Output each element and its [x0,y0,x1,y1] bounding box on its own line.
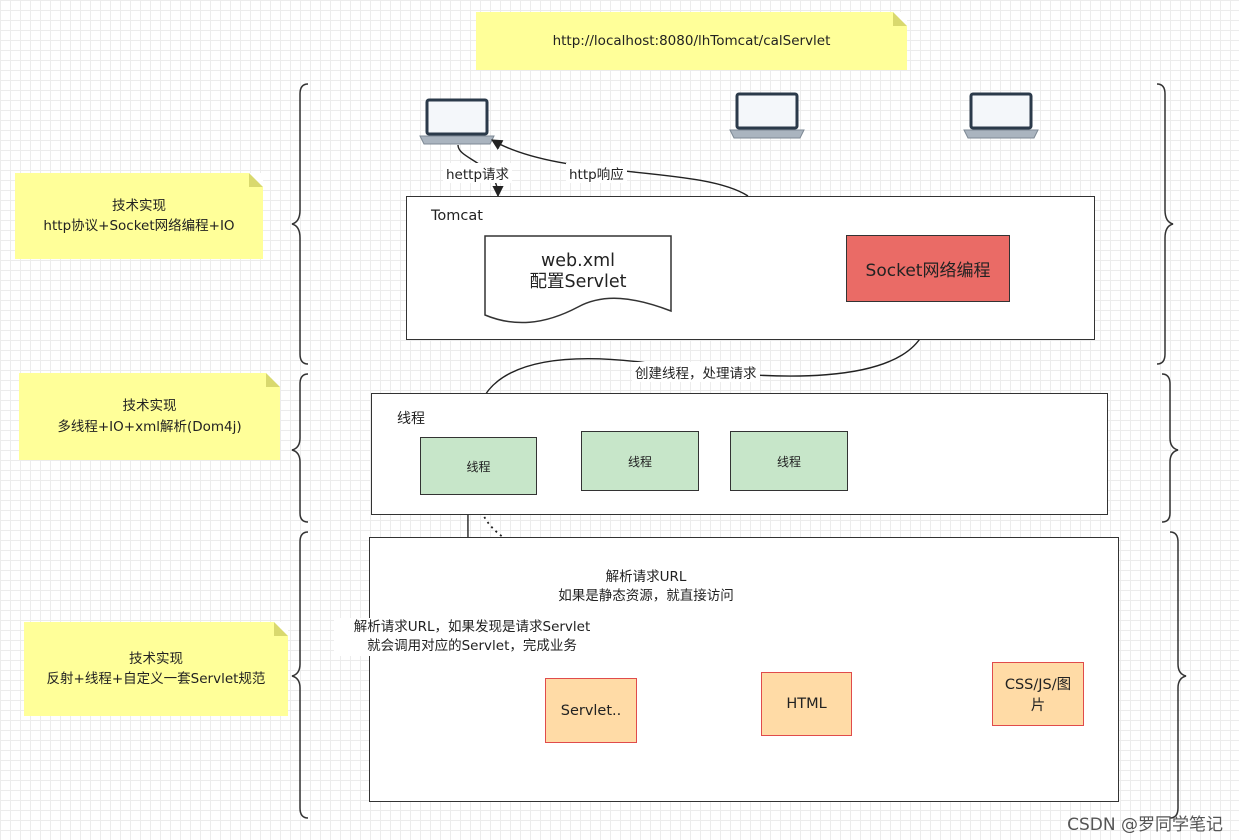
html-box: HTML [761,672,852,736]
response-label: http响应 [566,163,627,183]
static-resources-box: CSS/JS/图 片 [992,662,1084,726]
request-label: hettp请求 [443,163,513,183]
thread-box: 线程 [730,431,848,491]
tech-note-1: 技术实现 http协议+Socket网络编程+IO [15,173,263,259]
left-brace-1 [291,83,309,365]
note-fold [893,12,907,26]
laptop-icon [963,92,1039,139]
tech-note-text: 技术实现 反射+线程+自定义一套Servlet规范 [46,650,266,687]
tech-note-text: 技术实现 多线程+IO+xml解析(Dom4j) [57,398,242,435]
socket-box: Socket网络编程 [846,235,1010,302]
tomcat-title: Tomcat [431,208,483,224]
static-resources-label: CSS/JS/图 片 [1004,677,1072,714]
tech-note-3: 技术实现 反射+线程+自定义一套Servlet规范 [24,622,288,716]
tech-note-2: 技术实现 多线程+IO+xml解析(Dom4j) [19,373,280,460]
note-fold [274,622,288,636]
right-brace-2 [1161,373,1179,523]
web-xml-label: web.xml 配置Servlet [529,251,627,292]
watermark: CSDN @罗同学笔记 [1067,815,1223,835]
note-fold [266,373,280,387]
create-thread-label: 创建线程，处理请求 [632,362,760,382]
left-brace-3 [291,531,309,819]
left-brace-2 [291,373,309,523]
thread-box: 线程 [420,437,537,495]
thread-label: 线程 [466,459,491,474]
laptop-icon [729,92,805,139]
servlet-box: Servlet.. [545,678,637,743]
right-brace-3 [1169,531,1187,819]
note-fold [249,173,263,187]
socket-label: Socket网络编程 [865,261,991,281]
url-note: http://localhost:8080/lhTomcat/calServle… [476,12,907,70]
thread-box: 线程 [581,431,699,491]
right-brace-1 [1156,83,1174,365]
thread-label: 线程 [627,454,652,469]
response-arrow [491,139,749,197]
url-text: http://localhost:8080/lhTomcat/calServle… [552,32,831,49]
thread-pool-title: 线程 [397,411,425,427]
servlet-route-label: 解析请求URL，如果发现是请求Servlet 就会调用对应的Servlet，完成… [334,618,610,656]
web-xml-document [484,235,672,324]
static-resource-label: 解析请求URL 如果是静态资源，就直接访问 [536,568,756,606]
servlet-label: Servlet.. [560,702,622,719]
laptop-icon [419,98,495,145]
thread-label: 线程 [776,454,801,469]
html-label: HTML [786,696,827,712]
tech-note-text: 技术实现 http协议+Socket网络编程+IO [43,197,235,234]
